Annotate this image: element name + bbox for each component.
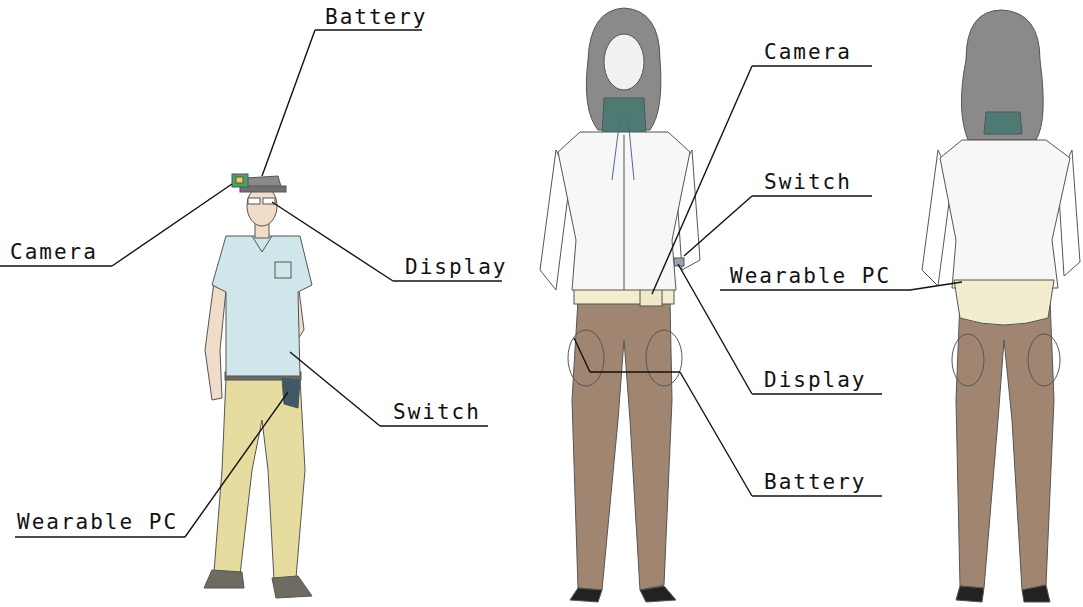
part-label: Display [405,255,508,279]
part-label: Camera [764,40,852,64]
part-label: Display [764,368,867,392]
part-label: Battery [325,5,428,29]
part-label: Camera [10,240,98,264]
part-label: Switch [393,400,481,424]
part-label: Wearable PC [17,510,178,534]
woman-front-figure [540,8,700,602]
part-label: Battery [764,470,867,494]
leader-lines [0,30,962,537]
woman-back-figure [922,10,1080,602]
man-figure [204,174,312,598]
part-label: Switch [764,170,852,194]
part-label: Wearable PC [730,264,891,288]
